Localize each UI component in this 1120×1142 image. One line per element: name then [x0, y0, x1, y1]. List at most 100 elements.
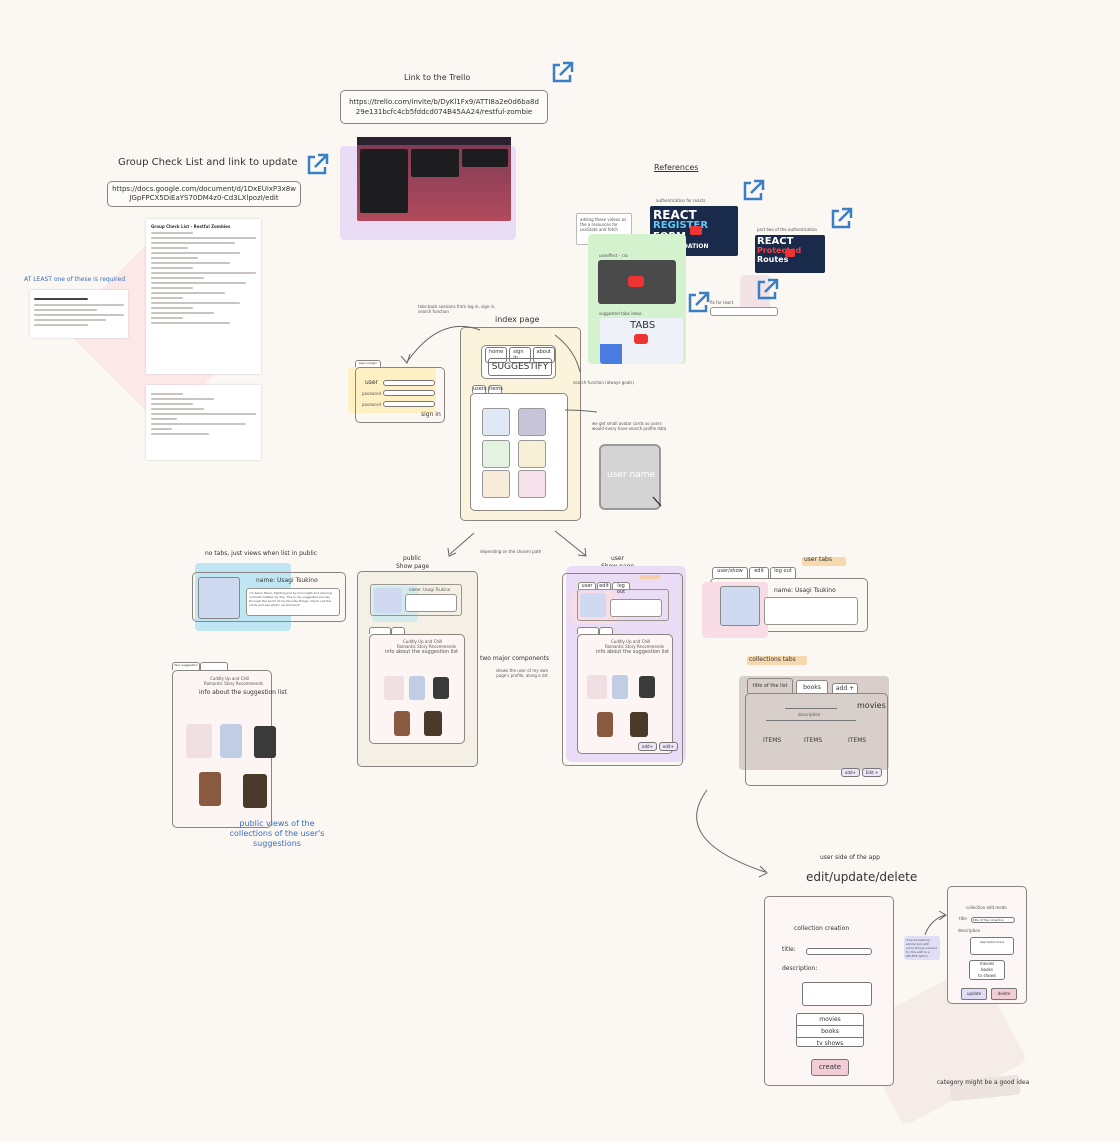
title-label: title: — [782, 946, 796, 953]
tab-items[interactable]: items — [488, 385, 503, 393]
external-link-icon[interactable] — [304, 152, 330, 178]
poster-thumb[interactable] — [587, 675, 607, 699]
avatar-card[interactable] — [482, 440, 510, 468]
avatar-card[interactable] — [482, 408, 510, 436]
add-button[interactable]: add+ — [841, 768, 860, 777]
category-option-tvshows[interactable]: tv shows — [978, 973, 996, 978]
trello-link-box[interactable]: https://trello.com/invite/b/DyKl1Fx9/ATT… — [340, 90, 548, 124]
tab-edit[interactable]: edit — [749, 567, 769, 578]
search-note: search function (always goals) — [573, 380, 634, 385]
signin-button[interactable]: sign in — [421, 411, 441, 418]
tab-fav-suggestion[interactable]: fav/ suggestion — [172, 662, 200, 670]
password-confirm-input[interactable] — [383, 401, 435, 407]
delete-button[interactable]: delete — [991, 988, 1017, 1000]
public-views-caption: public views of the collections of the u… — [229, 819, 325, 848]
category-option-books[interactable]: books — [797, 1025, 863, 1038]
profile-bio — [610, 599, 662, 617]
trello-title: Link to the Trello — [404, 73, 471, 82]
avatar-card[interactable] — [518, 408, 546, 436]
tab-collection[interactable] — [577, 627, 599, 634]
description-input[interactable] — [802, 982, 872, 1006]
poster-thumb[interactable] — [597, 712, 613, 737]
public-show-title-1: public — [403, 555, 422, 562]
poster-thumb[interactable] — [409, 676, 425, 700]
edit-desc-input[interactable]: description here — [970, 937, 1014, 955]
collection-subtitle: Romantic Story Recommends — [397, 644, 457, 649]
external-link-icon[interactable] — [549, 60, 575, 86]
tabs-video-thumbnail[interactable]: TABS — [600, 318, 683, 364]
category-option-movies[interactable]: movies — [979, 961, 995, 966]
poster-thumb[interactable] — [254, 726, 276, 758]
tab-books[interactable]: books — [796, 680, 828, 693]
avatar-card[interactable] — [518, 440, 546, 468]
poster-thumb[interactable] — [639, 676, 655, 698]
checklist-link-box[interactable]: https://docs.google.com/document/d/1DxEU… — [107, 181, 301, 207]
tab-blank[interactable] — [200, 662, 228, 670]
category-option-movies[interactable]: movies — [819, 1016, 841, 1023]
checklist-doc-page2 — [146, 385, 261, 460]
fix-link-box[interactable] — [710, 307, 778, 316]
poster-thumb[interactable] — [243, 774, 267, 808]
avatar-card[interactable] — [482, 470, 510, 498]
external-link-icon[interactable] — [740, 178, 766, 204]
auth-label: authentication for reacts — [656, 198, 706, 203]
password-confirm-label: password — [362, 402, 381, 407]
tab-user[interactable]: user — [578, 582, 596, 589]
user-show-profile — [577, 589, 669, 621]
user-avatar-card[interactable]: user name — [599, 444, 661, 510]
add-button[interactable]: add+ — [638, 742, 657, 751]
tab-logout[interactable]: log out — [770, 567, 796, 578]
tab-blank[interactable] — [599, 627, 613, 634]
category-option-tvshows[interactable]: tv shows — [816, 1040, 844, 1047]
external-link-icon[interactable] — [828, 206, 854, 232]
useeffect-video-thumbnail[interactable] — [598, 260, 676, 304]
poster-thumb[interactable] — [630, 712, 648, 737]
user-side-title: user side of the app — [820, 854, 880, 861]
poster-thumb[interactable] — [433, 677, 449, 699]
poster-thumb[interactable] — [220, 724, 242, 758]
collection-description: description — [798, 712, 821, 717]
poster-thumb[interactable] — [384, 676, 404, 700]
avatar-card[interactable] — [518, 470, 546, 498]
password-input[interactable] — [383, 390, 435, 396]
poster-thumb[interactable] — [394, 711, 410, 736]
profile-bio: I'm Sailor Moon, fighting evil by moonli… — [246, 588, 340, 616]
tab-add[interactable]: add + — [832, 683, 858, 693]
poster-thumb[interactable] — [424, 711, 442, 736]
tab-edit[interactable]: edit — [597, 582, 611, 589]
edit-button[interactable]: Edit + — [861, 768, 883, 777]
update-button[interactable]: update — [961, 988, 987, 1000]
edit-title-label: title — [959, 916, 967, 921]
divider — [766, 720, 856, 721]
index-header: home sign in about SUGGESTIFY — [481, 345, 556, 379]
external-link-icon[interactable] — [754, 277, 780, 303]
poster-thumb[interactable] — [612, 675, 628, 699]
collection-title: Cuddly Up and Chill — [611, 639, 651, 644]
nav-signin-button[interactable]: sign in — [509, 347, 531, 363]
no-tabs-note: no tabs, just views when list in public — [205, 550, 318, 557]
user-input[interactable] — [383, 380, 435, 386]
trello-screenshot — [357, 137, 511, 221]
profile-bio — [764, 597, 858, 625]
profile-name: name: Usagi Tsukino — [256, 577, 318, 584]
tab-blank[interactable] — [391, 627, 405, 634]
category-select[interactable]: movies books tv shows — [796, 1013, 864, 1047]
tab-collection[interactable] — [369, 627, 391, 634]
edit-button[interactable]: edit+ — [658, 742, 678, 751]
tab-title-of-list[interactable]: title of the list — [747, 678, 793, 693]
tab-user-show[interactable]: user/show — [712, 567, 748, 578]
tab-users[interactable]: users — [472, 385, 487, 393]
poster-thumb[interactable] — [199, 772, 221, 806]
title-input[interactable] — [806, 948, 872, 955]
tab-signin[interactable]: sign-in/login — [355, 360, 381, 367]
react-protected-thumbnail[interactable]: REACT Protected Routes — [755, 235, 825, 273]
external-link-icon[interactable] — [685, 290, 711, 316]
fix-label: fix for react — [710, 300, 734, 305]
tab-logout[interactable]: log out — [612, 582, 630, 595]
edit-category-select[interactable]: movies books tv shows — [969, 960, 1005, 980]
create-button[interactable]: create — [811, 1059, 849, 1076]
avatar-note: we get small avatar cards so users would… — [592, 421, 667, 431]
edit-title-input[interactable]: title of the collection — [971, 917, 1015, 923]
poster-thumb[interactable] — [186, 724, 212, 758]
category-option-books[interactable]: books — [981, 967, 993, 972]
